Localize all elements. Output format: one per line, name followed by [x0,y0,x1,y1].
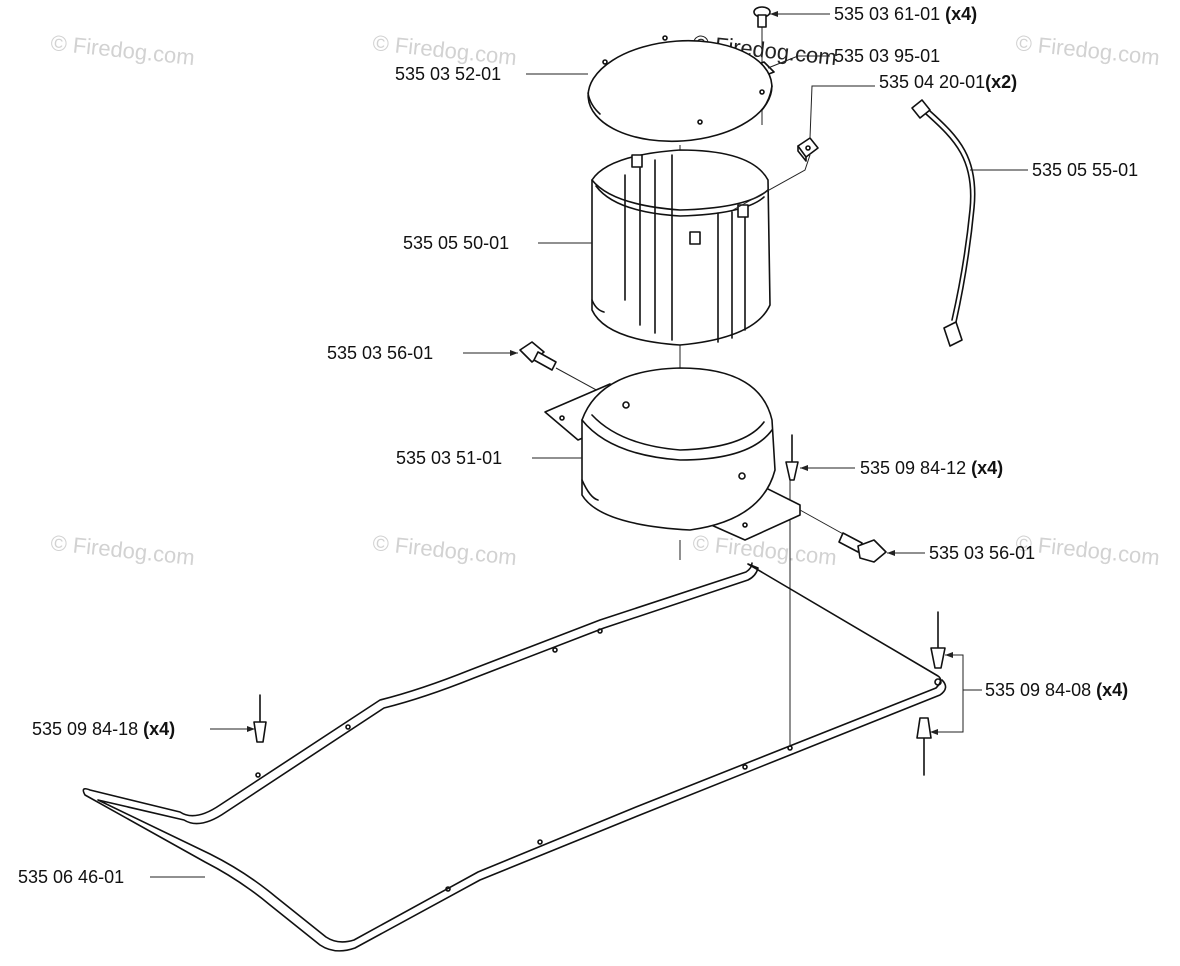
part-label: 535 03 56-01 [929,543,1035,563]
part-label: 535 09 84-12 (x4) [860,458,1003,478]
watermark: © Firedog.com [49,30,195,70]
watermark: © Firedog.com [1014,530,1160,570]
part-label: 535 09 84-18 (x4) [32,719,175,739]
watermark: © Firedog.com [371,530,517,570]
part-label: 535 05 50-01 [403,233,509,253]
rivets-right-part [916,611,946,776]
watermark: © Firedog.com [49,530,195,570]
part-labels: 535 03 61-01 (x4) 535 03 95-01 535 03 52… [18,4,1138,887]
rivet-left-part [253,694,267,743]
watermark: © Firedog.com [1014,30,1160,70]
part-label: 535 03 61-01 (x4) [834,4,977,24]
square-nut-part [797,137,819,162]
bracket-part [544,367,801,541]
rivet-mid-part [785,434,799,481]
part-label: 535 06 46-01 [18,867,124,887]
screw-top-part [753,6,771,28]
bolt-right-part [799,509,887,563]
part-label: 535 03 95-01 [834,46,940,66]
cable-part [911,99,976,347]
part-label: 535 03 52-01 [395,64,501,84]
leader-lines [150,11,1028,878]
part-label: 535 03 56-01 [327,343,433,363]
housing-part [591,149,771,346]
part-label: 535 09 84-08 (x4) [985,680,1128,700]
part-label: 535 04 20-01(x2) [879,72,1017,92]
lid-part [587,35,773,143]
frame-part [82,562,947,952]
part-label: 535 03 51-01 [396,448,502,468]
bolt-left-part [519,341,601,393]
watermark: © Firedog.com [691,530,837,570]
part-label: 535 05 55-01 [1032,160,1138,180]
